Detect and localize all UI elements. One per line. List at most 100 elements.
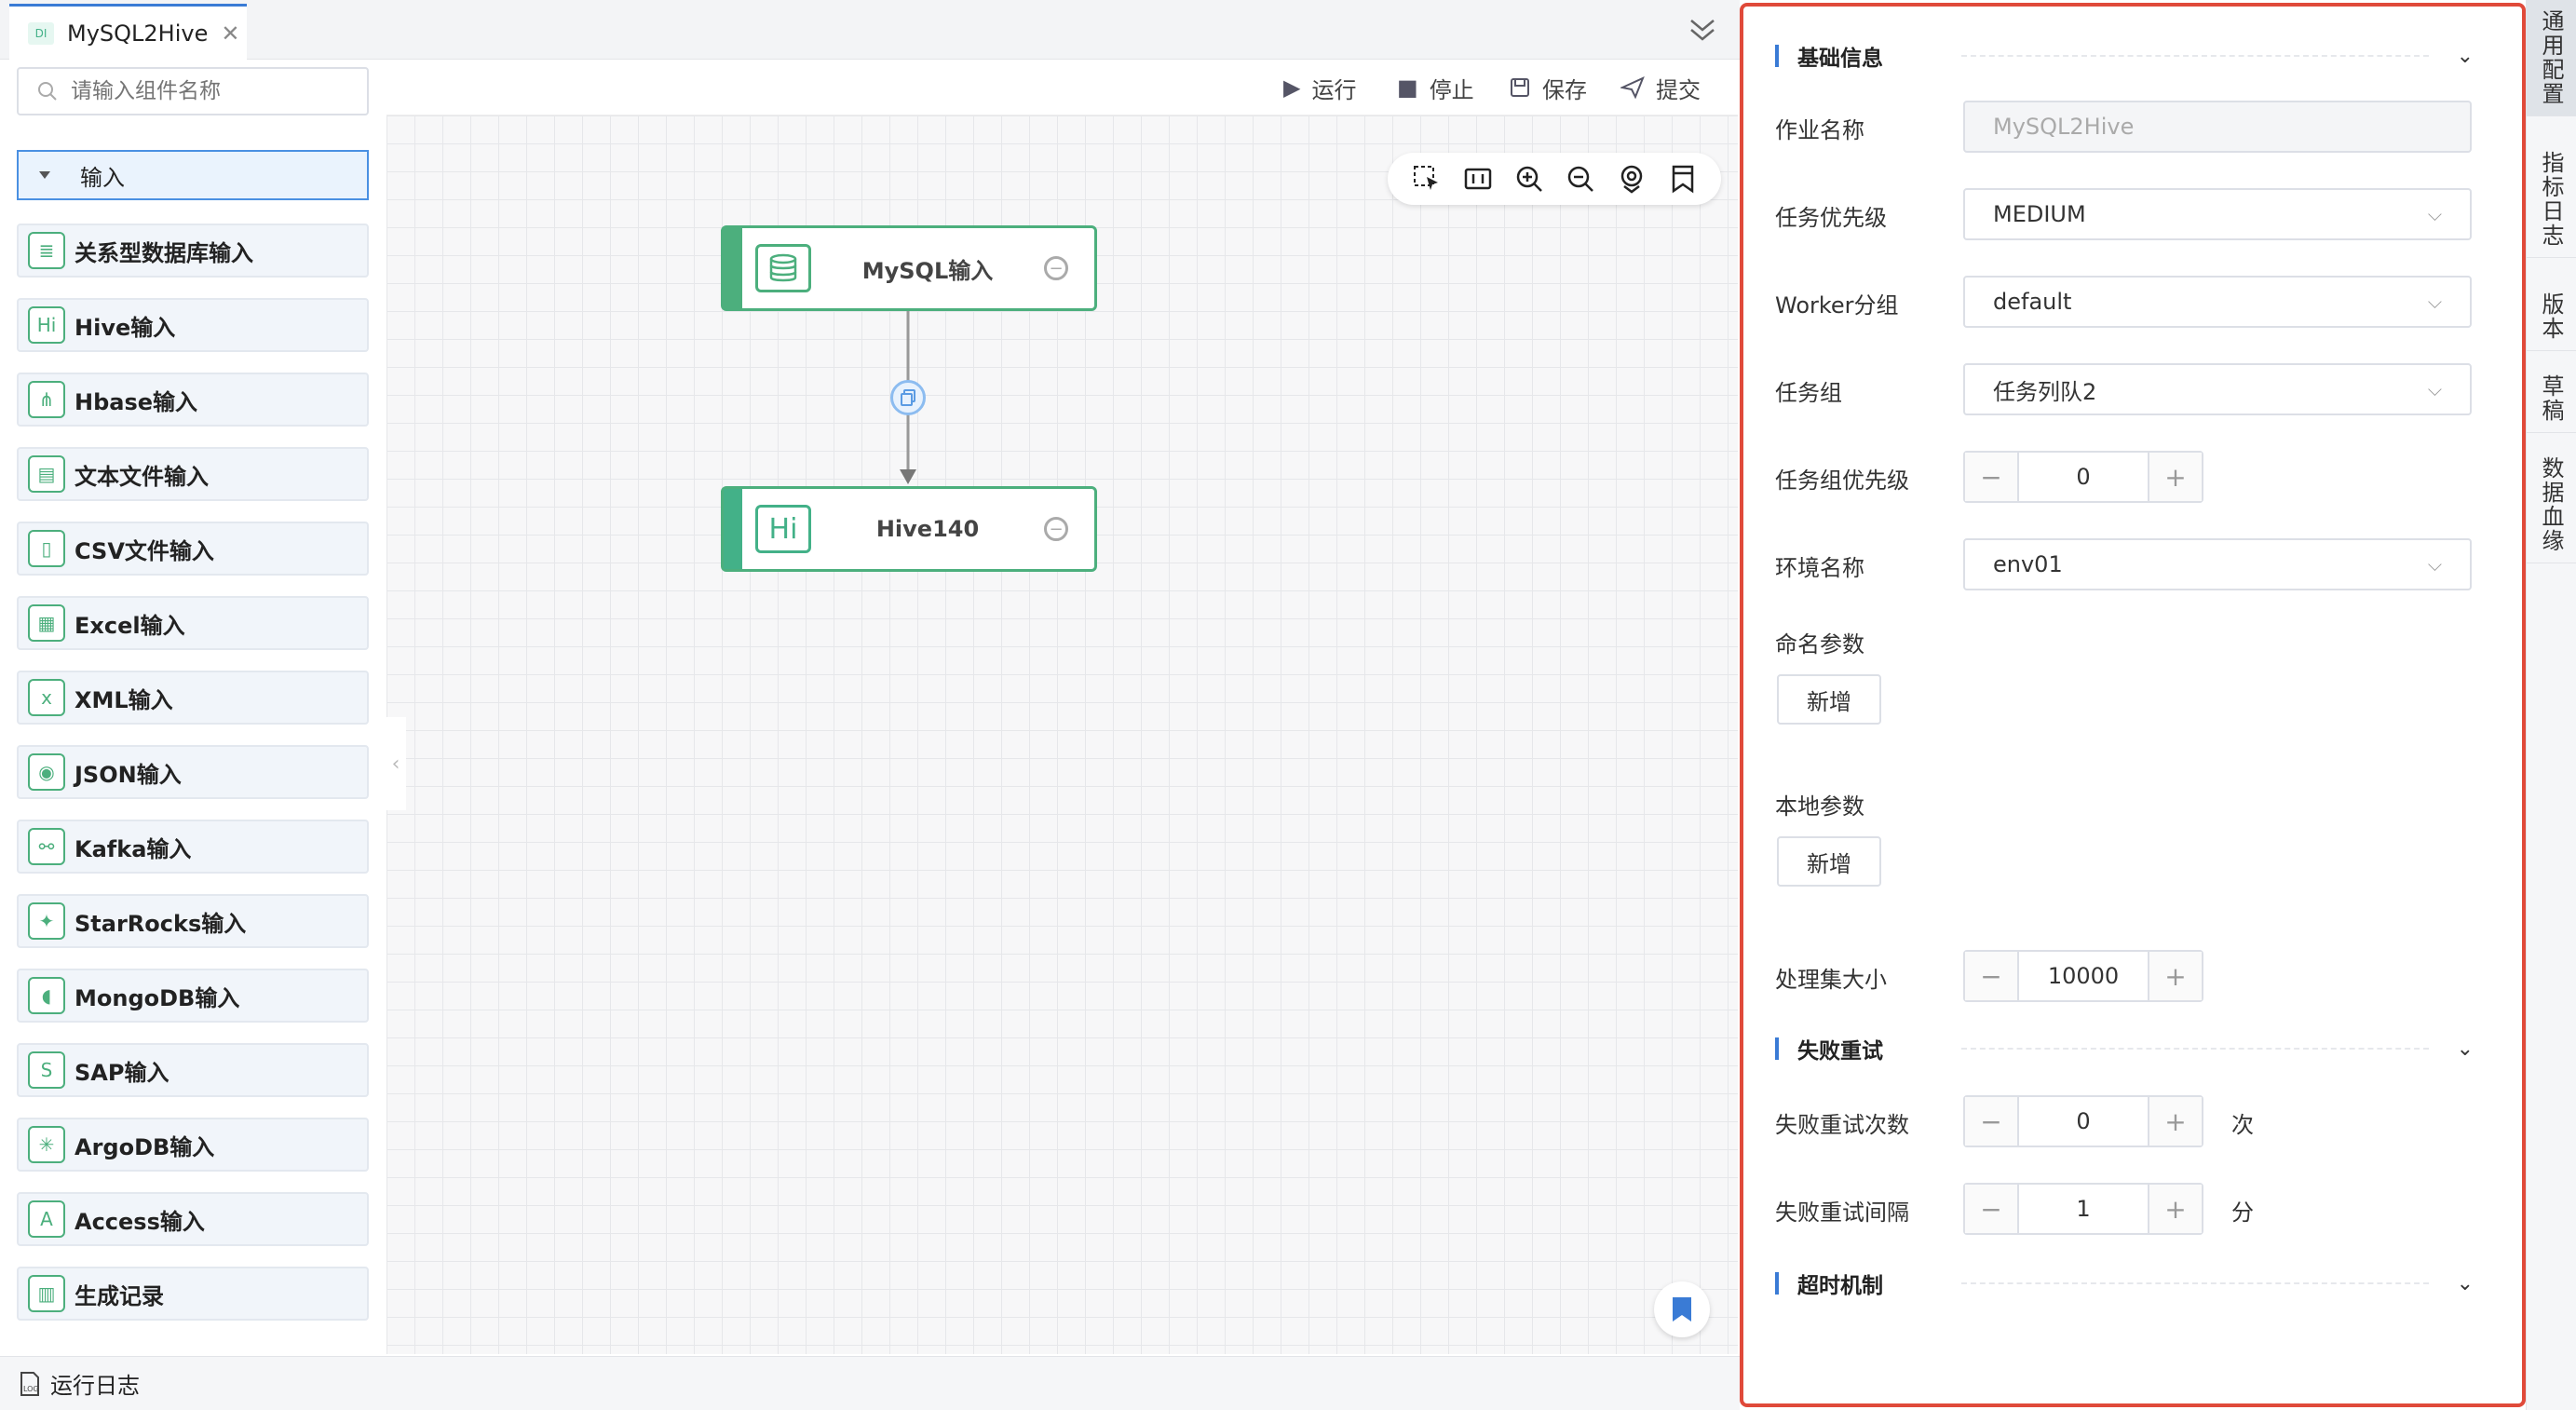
- hive-icon: Hi: [28, 306, 65, 344]
- palette-item[interactable]: ◉JSON输入: [17, 745, 369, 799]
- task-group-priority-label: 任务组优先级: [1775, 468, 1909, 494]
- search-icon: [37, 81, 58, 102]
- send-icon: [1620, 76, 1645, 99]
- di-badge-icon: DI: [28, 21, 54, 45]
- palette-item[interactable]: Hi Hive输入: [17, 298, 369, 352]
- collapse-palette-handle[interactable]: ‹: [386, 717, 406, 810]
- palette-item[interactable]: ▦Excel输入: [17, 596, 369, 650]
- stop-label: 停止: [1429, 76, 1474, 103]
- fit-view-icon[interactable]: [1459, 160, 1497, 197]
- bookmark-float-button[interactable]: [1654, 1281, 1710, 1337]
- palette-item[interactable]: ⋔Hbase输入: [17, 373, 369, 427]
- retry-count-stepper[interactable]: − 0 +: [1963, 1095, 2203, 1147]
- palette-item[interactable]: ✦StarRocks输入: [17, 894, 369, 948]
- batch-size-stepper[interactable]: − 10000 +: [1963, 950, 2203, 1002]
- node-accent-bar: [724, 228, 742, 308]
- palette-item[interactable]: ◖MongoDB输入: [17, 969, 369, 1023]
- hive-icon: Hi: [755, 505, 811, 553]
- run-label: 运行: [1311, 76, 1357, 103]
- remove-node-icon[interactable]: −: [1044, 517, 1068, 541]
- increment-button[interactable]: +: [2149, 1185, 2202, 1233]
- remove-node-icon[interactable]: −: [1044, 256, 1068, 280]
- search-input[interactable]: [71, 79, 341, 103]
- chevron-down-icon[interactable]: ⌄: [2456, 44, 2474, 68]
- select-area-icon[interactable]: [1408, 160, 1445, 197]
- section-failure-retry[interactable]: 失败重试 ⌄: [1775, 1030, 2474, 1067]
- decrement-button[interactable]: −: [1965, 952, 2017, 1000]
- increment-button[interactable]: +: [2149, 952, 2202, 1000]
- palette-item[interactable]: ▯CSV文件输入: [17, 522, 369, 576]
- chevron-down-icon[interactable]: ⌄: [2456, 1037, 2474, 1061]
- stepper-value[interactable]: 10000: [2017, 952, 2149, 1000]
- section-divider: [1961, 55, 2429, 57]
- palette-item-label: 生成记录: [75, 1282, 164, 1309]
- retry-interval-label: 失败重试间隔: [1775, 1200, 1909, 1226]
- palette-item[interactable]: ▤文本文件输入: [17, 447, 369, 501]
- save-button[interactable]: 保存: [1509, 69, 1587, 106]
- submit-button[interactable]: 提交: [1620, 69, 1701, 106]
- group-input-header[interactable]: 输入: [17, 150, 369, 200]
- env-name-select[interactable]: env01 ⌵: [1963, 538, 2472, 590]
- worker-group-select[interactable]: default ⌵: [1963, 276, 2472, 328]
- palette-item[interactable]: ✳ArgoDB输入: [17, 1118, 369, 1172]
- edge-copy-icon[interactable]: [890, 380, 926, 415]
- side-tab[interactable]: 草稿: [2526, 365, 2576, 433]
- side-tab-label: 草稿: [2538, 374, 2564, 423]
- locate-icon[interactable]: [1613, 160, 1650, 197]
- palette-item-label: Hive输入: [75, 314, 176, 341]
- palette-item-label: Access输入: [75, 1208, 205, 1235]
- task-group-select[interactable]: 任务列队2 ⌵: [1963, 363, 2472, 415]
- zoom-in-icon[interactable]: [1511, 160, 1548, 197]
- tab-bar: [0, 0, 1740, 60]
- database-icon: [755, 244, 811, 292]
- task-group-label: 任务组: [1775, 380, 1842, 406]
- task-group-priority-stepper[interactable]: − 0 +: [1963, 451, 2203, 503]
- close-icon[interactable]: ✕: [221, 20, 240, 47]
- stepper-value[interactable]: 0: [2017, 453, 2149, 501]
- section-title: 失败重试: [1797, 1039, 1883, 1064]
- side-tab-label: 通用配置: [2538, 9, 2564, 106]
- add-local-param-button[interactable]: 新增: [1777, 836, 1881, 887]
- add-named-param-button[interactable]: 新增: [1777, 674, 1881, 725]
- decrement-button[interactable]: −: [1965, 1185, 2017, 1233]
- canvas-toolbar: [386, 60, 1738, 115]
- palette-item[interactable]: ⚯Kafka输入: [17, 820, 369, 874]
- component-search[interactable]: [17, 67, 369, 115]
- side-tab[interactable]: 通用配置: [2526, 0, 2576, 116]
- tab-mysql2hive[interactable]: DI MySQL2Hive ✕: [9, 4, 247, 60]
- side-tab[interactable]: 版本: [2526, 283, 2576, 351]
- node-mysql-input[interactable]: MySQL输入 −: [721, 225, 1097, 311]
- side-tab-label: 指标日志: [2538, 151, 2564, 248]
- decrement-button[interactable]: −: [1965, 453, 2017, 501]
- decrement-button[interactable]: −: [1965, 1097, 2017, 1146]
- palette-item-label: Hbase输入: [75, 388, 198, 415]
- flow-canvas[interactable]: [386, 115, 1738, 1354]
- side-tab[interactable]: 数据血缘: [2526, 447, 2576, 563]
- section-basic-info[interactable]: 基础信息 ⌄: [1775, 37, 2474, 75]
- stop-icon: ■: [1397, 75, 1418, 101]
- stepper-value[interactable]: 0: [2017, 1097, 2149, 1146]
- stepper-value[interactable]: 1: [2017, 1185, 2149, 1233]
- side-tab[interactable]: 指标日志: [2526, 142, 2576, 258]
- job-name-label: 作业名称: [1775, 117, 1864, 143]
- section-title: 超时机制: [1797, 1274, 1883, 1298]
- increment-button[interactable]: +: [2149, 1097, 2202, 1146]
- increment-button[interactable]: +: [2149, 453, 2202, 501]
- double-chevron-down-icon[interactable]: [1686, 15, 1719, 45]
- named-params-label: 命名参数: [1775, 631, 1864, 658]
- run-log-button[interactable]: 运行日志: [50, 1373, 140, 1399]
- stop-button[interactable]: ■ 停止: [1397, 69, 1474, 106]
- node-hive-output[interactable]: Hi Hive140 −: [721, 486, 1097, 572]
- retry-interval-stepper[interactable]: − 1 +: [1963, 1183, 2203, 1235]
- bookmark-icon[interactable]: [1664, 160, 1702, 197]
- run-button[interactable]: ▶ 运行: [1283, 69, 1356, 106]
- palette-item[interactable]: ≣关系型数据库输入: [17, 224, 369, 278]
- zoom-out-icon[interactable]: [1562, 160, 1599, 197]
- section-timeout[interactable]: 超时机制 ⌄: [1775, 1265, 2474, 1302]
- chevron-down-icon[interactable]: ⌄: [2456, 1271, 2474, 1295]
- palette-item[interactable]: ▥生成记录: [17, 1267, 369, 1321]
- priority-select[interactable]: MEDIUM ⌵: [1963, 188, 2472, 240]
